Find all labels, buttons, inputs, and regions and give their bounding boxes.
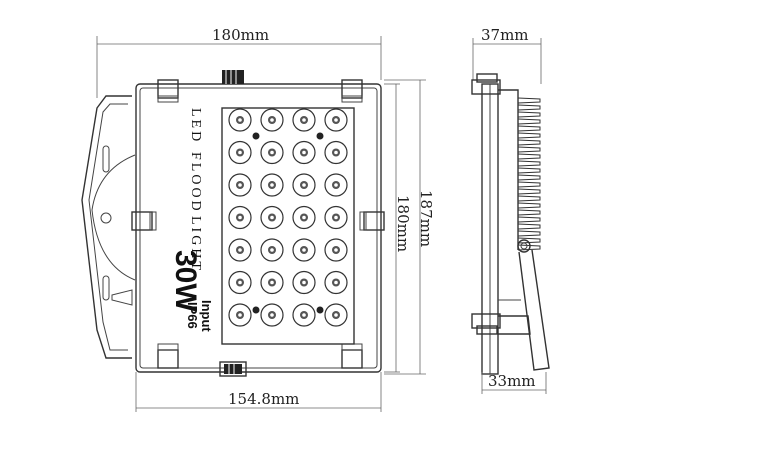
side-view: 37mm 33mm (471, 26, 550, 394)
top-connector (222, 70, 244, 84)
front-view: LED FLOOD LIGHT 30W Input IP66 (81, 70, 385, 377)
led-lens (228, 270, 252, 295)
panel-screw (252, 306, 260, 314)
panel-screw (316, 306, 324, 314)
heatsink-fin (517, 202, 541, 209)
led-panel (221, 107, 355, 345)
panel-screw (252, 132, 260, 140)
led-lens (292, 238, 316, 262)
label-ip-rating: IP66 (185, 302, 200, 329)
bottom-cable-gland (219, 361, 247, 377)
led-lens (228, 238, 252, 262)
heatsink-fins (517, 97, 541, 251)
heatsink-fin (517, 209, 541, 216)
led-lens (260, 303, 284, 327)
side-depth-label: 37mm (481, 26, 529, 44)
led-lens (260, 270, 284, 295)
side-bracket (498, 239, 550, 371)
heatsink-fin (517, 153, 541, 160)
heatsink-fin (517, 216, 541, 223)
heatsink-fin (517, 223, 541, 230)
led-lens (228, 173, 252, 197)
led-lens (260, 173, 284, 197)
heatsink-fin (517, 111, 541, 118)
corner-clips (131, 79, 385, 369)
led-lens (260, 140, 284, 165)
front-height-label: 180mm (394, 195, 412, 252)
led-lens (260, 205, 284, 230)
led-lens (324, 140, 348, 165)
heatsink-fin (517, 195, 541, 202)
product-label-group: LED FLOOD LIGHT (188, 108, 203, 273)
mounting-bracket (81, 95, 132, 359)
top-dimension: 180mm (96, 26, 382, 98)
housing-front (135, 83, 382, 373)
heatsink-fin (517, 167, 541, 174)
label-input: Input (199, 300, 214, 332)
height-dimension: 180mm (384, 83, 412, 373)
led-lens (292, 205, 316, 230)
heatsink-fin (517, 104, 541, 111)
panel-screw (316, 132, 324, 140)
heatsink-fin (517, 132, 541, 139)
label-led: LED (188, 108, 203, 144)
led-lens (292, 140, 316, 165)
heatsink-fin (517, 97, 541, 104)
heatsink-fin (517, 181, 541, 188)
front-width-label: 180mm (212, 26, 269, 44)
heatsink-fin (517, 160, 541, 167)
led-lens (292, 303, 316, 327)
heatsink-fin (517, 118, 541, 125)
led-lens (324, 173, 348, 197)
led-lens (228, 108, 252, 132)
label-power: 30W (169, 250, 202, 312)
led-lens (324, 205, 348, 230)
label-flood: FLOOD (188, 152, 203, 214)
heatsink-fin (517, 139, 541, 146)
led-lens (292, 173, 316, 197)
led-lens (324, 238, 348, 262)
heatsink-fin (517, 174, 541, 181)
total-height-label: 187mm (417, 190, 435, 247)
led-lens (324, 108, 348, 132)
led-lens (228, 303, 252, 327)
total-height-dimension: 187mm (384, 79, 435, 375)
led-lens (228, 205, 252, 230)
led-lens (324, 303, 348, 327)
label-light: LIGHT (188, 216, 203, 273)
heatsink-fin (517, 146, 541, 153)
bracket-depth-label: 33mm (488, 372, 536, 390)
led-lens (260, 108, 284, 132)
led-lens (292, 108, 316, 132)
heatsink-fin (517, 188, 541, 195)
front-inner-width-label: 154.8mm (228, 390, 299, 408)
heatsink-fin (517, 230, 541, 237)
led-grid (228, 108, 348, 327)
bottom-dimension: 154.8mm (135, 372, 382, 412)
led-lens (260, 238, 284, 262)
heatsink-fin (517, 125, 541, 132)
led-lens (292, 270, 316, 295)
led-lens (324, 270, 348, 295)
led-lens (228, 140, 252, 165)
